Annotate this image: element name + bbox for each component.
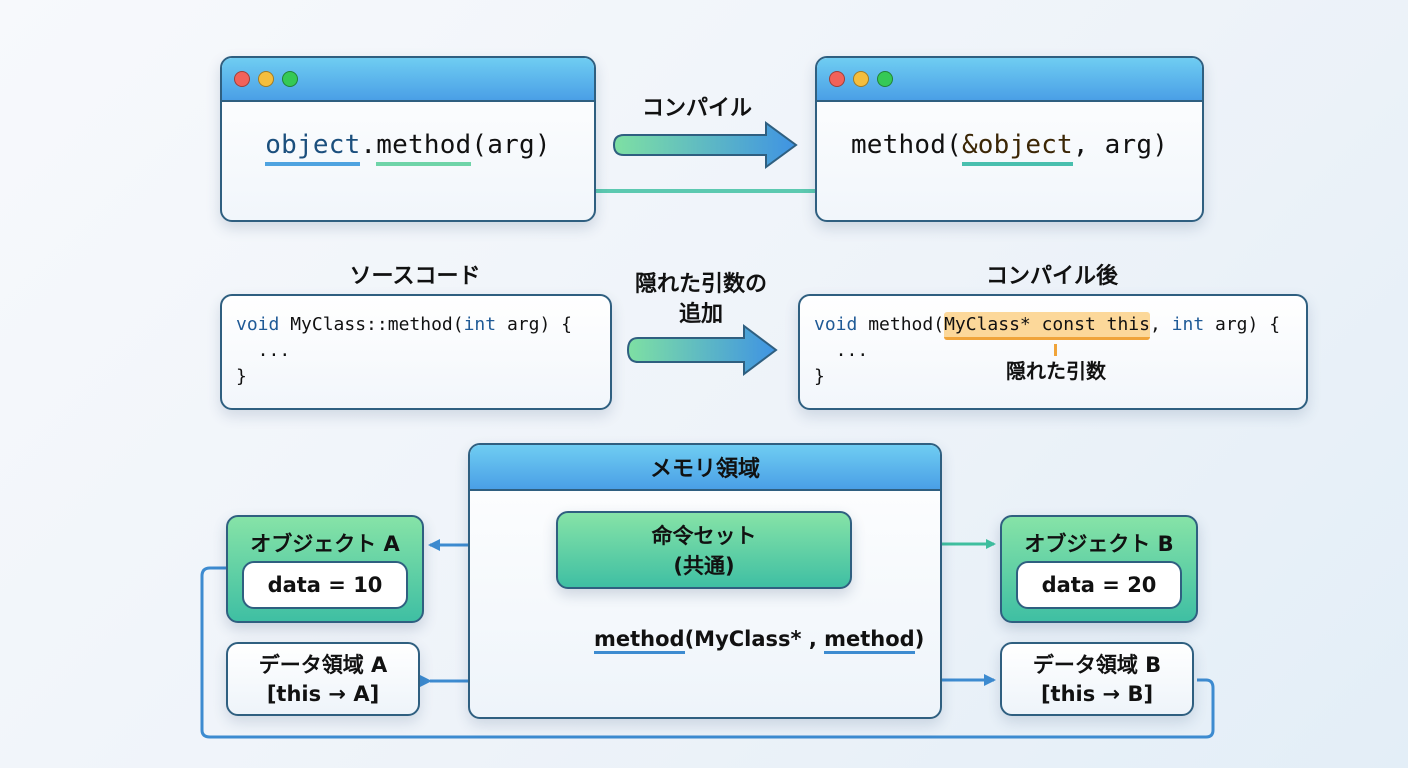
hidden-this-parameter: MyClass* const this [944, 312, 1150, 340]
code-text: MyClass::method( [279, 314, 464, 335]
close-dot-icon [234, 71, 250, 87]
code-text: ... [236, 340, 291, 361]
object-b-title: オブジェクト B [1024, 532, 1174, 556]
code-text: method( [857, 314, 945, 335]
code-text: arg) { [496, 314, 572, 335]
source-call-code: object.method(arg) [222, 130, 594, 166]
method-call-signature: method(MyClass* , method) [594, 627, 925, 654]
memory-region-title: メモリ領域 [470, 445, 940, 491]
method-param-ref: method [824, 627, 915, 654]
source-code-text: void MyClass::method(int arg) { ... } [222, 296, 610, 390]
hidden-arg-pointer [1054, 344, 1057, 356]
method-name: method [594, 627, 685, 654]
minimize-dot-icon [258, 71, 274, 87]
data-area-a-pointer: [this → A] [266, 682, 380, 706]
object-b-data: data = 20 [1016, 561, 1182, 609]
code-text: arg) { [1204, 314, 1281, 335]
object-a-data: data = 10 [242, 561, 408, 609]
code-keyword: int [463, 314, 497, 335]
transform-label-line1: 隠れた引数の [634, 272, 767, 297]
data-area-a-box: データ領域 A [this → A] [226, 642, 420, 716]
code-keyword: void [236, 314, 280, 335]
compile-label: コンパイル [641, 96, 752, 121]
window-titlebar [222, 58, 594, 102]
object-a-box: オブジェクト A data = 10 [226, 515, 424, 623]
compiled-call-code: method(&object, arg) [817, 130, 1202, 166]
code-method: method( [850, 130, 962, 160]
compile-arrow-icon [612, 121, 798, 169]
compiled-code-title: コンパイル後 [985, 264, 1118, 289]
hidden-arg-label: 隠れた引数 [1006, 359, 1106, 383]
window-titlebar [817, 58, 1202, 102]
data-area-b-box: データ領域 B [this → B] [1000, 642, 1194, 716]
code-args: , arg) [1072, 130, 1169, 160]
close-dot-icon [829, 71, 845, 87]
code-method: method [376, 130, 472, 166]
data-area-b-pointer: [this → B] [1040, 682, 1154, 706]
compiled-code-text: void method(MyClass* const this, int arg… [800, 296, 1306, 390]
instruction-set-title: 命令セット [651, 524, 757, 548]
object-a-title: オブジェクト A [250, 532, 400, 556]
code-dot: . [360, 130, 377, 160]
code-object-ref: &object [961, 130, 1073, 166]
maximize-dot-icon [877, 71, 893, 87]
data-area-b-title: データ領域 B [1032, 653, 1162, 677]
instruction-set-box: 命令セット (共通) [556, 511, 852, 589]
method-params: (MyClass* , [684, 627, 825, 651]
code-text: } [814, 366, 825, 387]
source-code-title: ソースコード [349, 264, 481, 289]
transform-arrow-icon [626, 324, 778, 376]
source-code-box: void MyClass::method(int arg) { ... } [220, 294, 612, 410]
code-object: object [265, 130, 361, 166]
method-close: ) [914, 627, 925, 651]
code-args: (arg) [471, 130, 551, 160]
code-text: , [1149, 314, 1172, 335]
compiled-code-box: void method(MyClass* const this, int arg… [798, 294, 1308, 410]
source-window: object.method(arg) [220, 56, 596, 222]
code-keyword: void [814, 314, 858, 335]
code-text: } [236, 366, 247, 387]
code-text: ... [814, 340, 869, 361]
data-area-a-title: データ領域 A [258, 653, 388, 677]
transform-label-line2: 追加 [678, 302, 723, 327]
compiled-window: method(&object, arg) [815, 56, 1204, 222]
instruction-set-subtitle: (共通) [673, 554, 735, 578]
code-keyword: int [1171, 314, 1205, 335]
maximize-dot-icon [282, 71, 298, 87]
minimize-dot-icon [853, 71, 869, 87]
transform-label: 隠れた引数の 追加 [606, 270, 796, 330]
object-b-box: オブジェクト B data = 20 [1000, 515, 1198, 623]
